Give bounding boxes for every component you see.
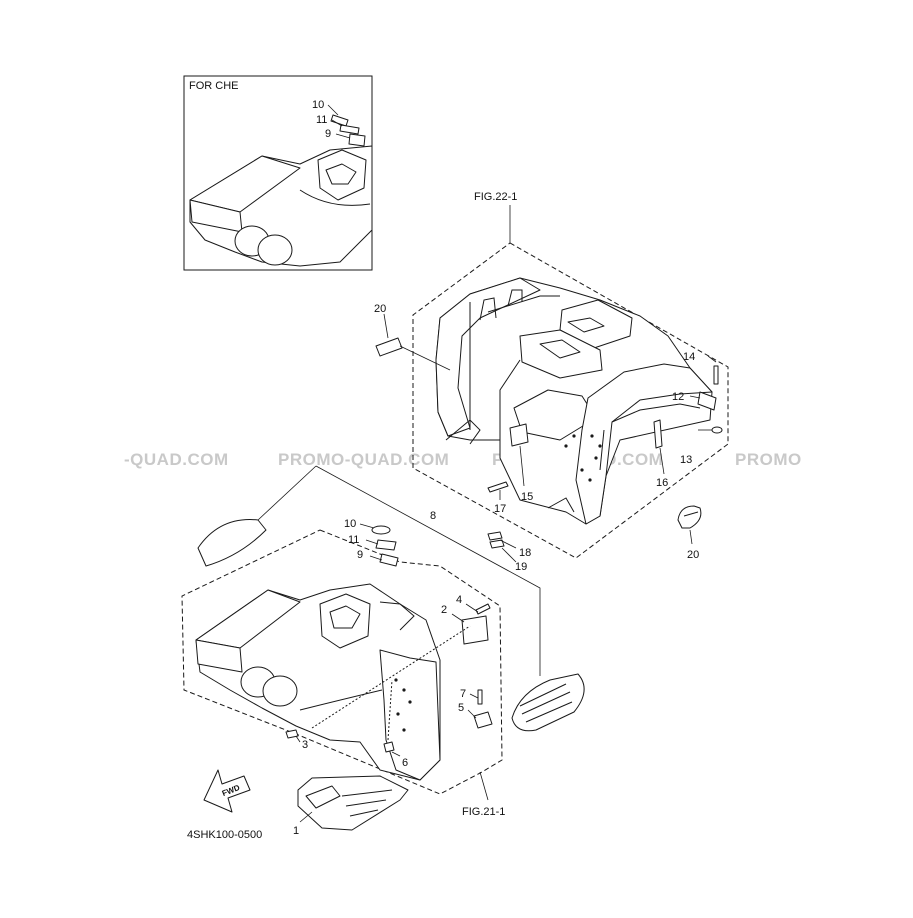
bolt-7: [477, 689, 483, 705]
callout-17: 17: [494, 503, 506, 515]
front-fender-group: FIG.21-1 10 11: [181, 465, 505, 818]
visor-cover-8: [197, 519, 267, 567]
clip-16: [653, 419, 663, 449]
watermark: -QUAD.COM PROMO-QUAD.COM PROMO-QUAD.COM …: [124, 450, 802, 469]
callout-14: 14: [683, 351, 695, 363]
watermark-text-4: PROMO: [735, 450, 802, 469]
clip-3: [285, 729, 299, 739]
emblem-9: [379, 553, 399, 567]
inset-callout-11: 11: [316, 114, 327, 126]
callout-18: 18: [519, 547, 531, 559]
callout-6: 6: [402, 757, 408, 769]
inset-callout-10: 10: [312, 99, 324, 111]
figure-ref-fig22: FIG.22-1: [474, 191, 517, 203]
emblem-11: [375, 539, 397, 551]
callout-12: 12: [672, 391, 684, 403]
screw-4: [475, 603, 491, 615]
figure-ref-fig21: FIG.21-1: [462, 806, 505, 818]
plate-2: [461, 615, 489, 645]
callout-1: 1: [293, 825, 299, 837]
plate-15: [509, 423, 529, 447]
label-18: [487, 531, 503, 541]
bolt-14: [713, 365, 719, 385]
callout-2: 2: [441, 604, 447, 616]
clip-6: [383, 741, 395, 753]
callout-5: 5: [458, 702, 464, 714]
callout-4: 4: [456, 594, 462, 606]
front-fender-dashed-boundary: [181, 529, 503, 795]
emblem-right: [677, 505, 702, 529]
emblem-10: [371, 525, 391, 535]
large-emblem: [511, 673, 585, 732]
front-fender: [195, 583, 441, 781]
callout-13: 13: [680, 454, 692, 466]
callout-3: 3: [302, 739, 308, 751]
callout-11: 11: [348, 534, 359, 546]
inset-callout-9: 9: [325, 128, 331, 140]
emblem-left: [375, 337, 403, 357]
watermark-text-2: PROMO-QUAD.COM: [278, 450, 449, 469]
inset-emblems: [330, 114, 366, 147]
callout-8: 8: [430, 510, 436, 522]
nut-13: [711, 426, 723, 434]
callout-7: 7: [460, 688, 466, 700]
watermark-text-1: -QUAD.COM: [124, 450, 229, 469]
callout-9: 9: [357, 549, 363, 561]
leader-8: [315, 465, 541, 676]
rear-fender-dashed-boundary: [412, 242, 729, 559]
callout-16: 16: [656, 477, 668, 489]
rear-fender-group: FIG.22-1: [374, 191, 729, 573]
inset-front-fender: [189, 145, 373, 267]
inset-panel: FOR CHE 10 11 9: [183, 75, 373, 271]
callout-19: 19: [515, 561, 527, 573]
inset-title: FOR CHE: [189, 80, 239, 92]
diagram-code: 4SHK100-0500: [187, 829, 262, 841]
under-tray: [297, 775, 409, 831]
callout-15: 15: [521, 491, 533, 503]
plate-5: [473, 711, 493, 729]
rear-fender: [435, 277, 713, 525]
callout-20-lower: 20: [687, 549, 699, 561]
rivet-17: [487, 481, 509, 493]
fwd-arrow-icon: FWD: [203, 769, 251, 813]
callout-20-upper: 20: [374, 303, 386, 315]
label-19: [489, 539, 505, 549]
callout-10: 10: [344, 518, 356, 530]
plate-12: [697, 391, 717, 411]
